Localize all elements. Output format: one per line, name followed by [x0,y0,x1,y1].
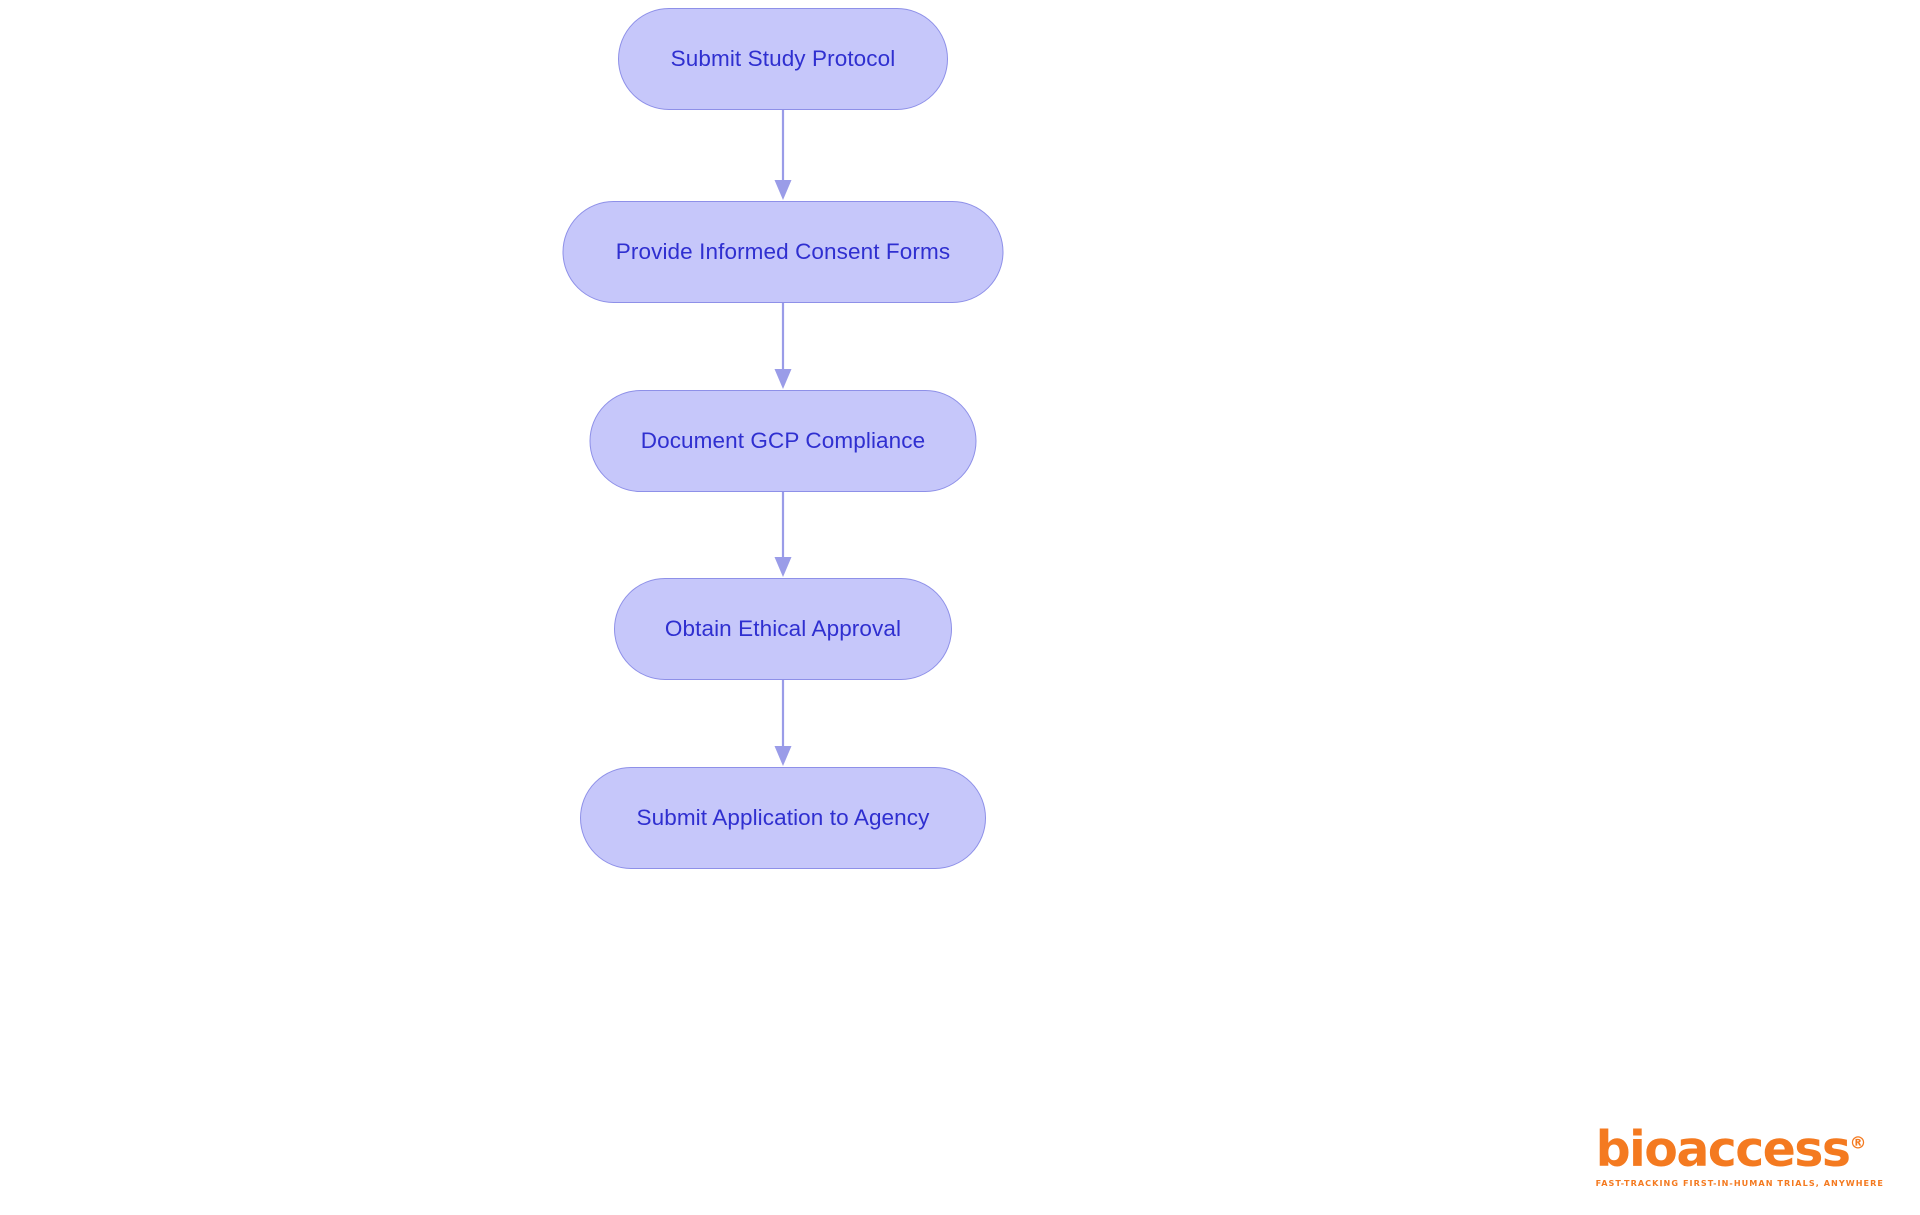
flowchart-connector-1 [770,110,796,202]
flowchart-node-provide-informed-consent-forms[interactable]: Provide Informed Consent Forms [562,201,1004,303]
arrow-down-icon [774,303,792,389]
node-label: Submit Application to Agency [636,804,930,830]
arrow-down-icon [774,492,792,577]
flowchart-connector-4 [770,680,796,768]
flowchart-connector-2 [770,303,796,391]
node-label: Provide Informed Consent Forms [615,238,951,264]
brand-tagline: FAST-TRACKING FIRST-IN-HUMAN TRIALS, ANY… [1595,1177,1884,1188]
flowchart-node-submit-study-protocol[interactable]: Submit Study Protocol [618,8,948,110]
flowchart-node-submit-application-to-agency[interactable]: Submit Application to Agency [580,767,986,869]
arrow-down-icon [774,680,792,766]
bioaccess-logo: bioaccess® FAST-TRACKING FIRST-IN-HUMAN … [1596,1125,1884,1187]
flowchart-node-document-gcp-compliance[interactable]: Document GCP Compliance [589,390,977,492]
arrow-down-icon [774,110,792,200]
brand-wordmark-text: bioaccess® [1596,1125,1867,1174]
registered-trademark-icon: ® [1849,1133,1867,1154]
flowchart-connector-3 [770,492,796,579]
node-label: Document GCP Compliance [640,427,926,453]
brand-wordmark-label: bioaccess [1595,1120,1851,1178]
node-label: Submit Study Protocol [670,45,896,71]
flowchart-node-obtain-ethical-approval[interactable]: Obtain Ethical Approval [614,578,952,680]
node-label: Obtain Ethical Approval [664,615,902,641]
